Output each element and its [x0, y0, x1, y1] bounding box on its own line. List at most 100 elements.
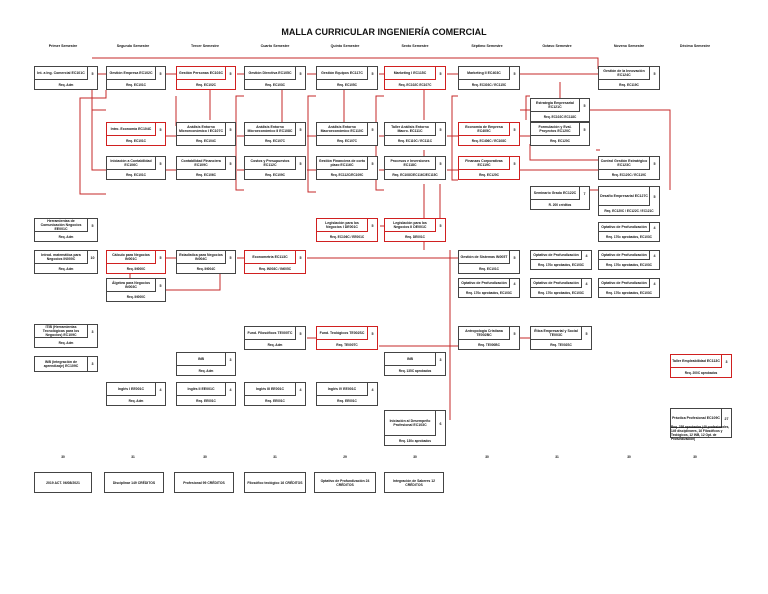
- course-credits: 5: [229, 71, 232, 76]
- course-credits: 4: [371, 387, 374, 392]
- course-credits: 5: [299, 331, 302, 336]
- course-credits: 5: [159, 255, 162, 260]
- course-name: Optativo de Profundización: [599, 279, 650, 288]
- course-name: Álgebra para Negocios IN003C: [107, 279, 156, 292]
- course-credits: 5: [513, 331, 516, 336]
- course-credits: 5: [159, 71, 162, 76]
- course-name: Gestión Personas EC103C: [177, 67, 226, 80]
- course-requirement: Req. DE001C: [405, 234, 425, 239]
- page-title: MALLA CURRICULAR INGENIERÍA COMERCIAL: [281, 27, 487, 37]
- course-credits: 3: [229, 357, 232, 362]
- course-box: Herramientas de Comunicación Negocios EE…: [34, 218, 98, 242]
- summary-optativo: Optativo de Profundización 24 CRÉDITOS: [314, 472, 376, 493]
- course-name: Taller Análisis Entorno Macro. EC111C: [385, 123, 436, 136]
- course-credits: 5: [371, 71, 374, 76]
- semester-header-10: Décimo Semestre: [679, 44, 711, 48]
- course-name: Inglés I EE001C: [107, 383, 156, 396]
- course-requirement: Req. Adm: [267, 342, 283, 347]
- course-name: Econometría EC113C: [245, 251, 296, 264]
- course-requirement: Req. EC106C / EE001C: [329, 234, 365, 239]
- course-box: ITIB (Herramientas Tecnológicas para los…: [34, 324, 98, 348]
- course-requirement: Req. IN000C: [126, 266, 146, 271]
- course-name: Control Gestión Estratégico EC123C: [599, 157, 650, 170]
- semester-header-5: Quinto Semestre: [330, 44, 360, 48]
- course-name: Intro. Economía EC104C: [107, 123, 156, 136]
- course-requirement: Req. EC406C / EC108C: [471, 138, 507, 143]
- course-requirement: R. 200 créditos: [548, 202, 572, 207]
- course-name: Optativo de Profundización: [599, 223, 650, 232]
- course-requirement: Req. 170c aprobados, EC103C: [606, 234, 652, 239]
- course-name: Contabilidad Financiera EC109C: [177, 157, 226, 170]
- course-name: INB: [385, 353, 436, 366]
- course-credits: 5: [439, 161, 442, 166]
- course-name: Optativo de Profundización: [599, 251, 650, 260]
- course-requirement: Req. EC101C: [479, 266, 499, 271]
- course-requirement: Req. 130c aprobados: [398, 438, 432, 443]
- course-credits: 3: [91, 362, 94, 366]
- course-name: Inglés IV EE001C: [317, 383, 368, 396]
- course-box: Iniciación al Desempeño Profesional EC10…: [384, 410, 446, 446]
- course-credits: 4: [653, 281, 656, 286]
- course-requirement: Req. 258 aprobados (49 profesionales, 14…: [671, 424, 730, 441]
- course-credits: 5: [229, 161, 232, 166]
- course-credits: 5: [653, 194, 656, 199]
- course-name: ITIB (Herramientas Tecnológicas para los…: [35, 325, 88, 338]
- course-name: Fund. Teológicos TE002SC: [317, 327, 368, 340]
- course-name: Optativo de Profundización: [459, 279, 510, 288]
- course-requirement: Req. EC102C EC107C: [398, 82, 432, 87]
- course-name: Procesos e Inversiones EC118C: [385, 157, 436, 170]
- course-requirement: Req. 170c aprobados, EC103C: [606, 262, 652, 267]
- course-name: Estrategia Empresarial EC121C: [531, 99, 580, 112]
- course-requirement: Req. EC101C: [126, 172, 146, 177]
- course-name: Cálculo para Negocios IN001C: [107, 251, 156, 264]
- semester-header-1: Primer Semestre: [48, 44, 78, 48]
- course-requirement: Req. TE000BC: [478, 342, 500, 347]
- course-box: Análisis Entorno Microeconómico I EC107C…: [176, 122, 236, 146]
- course-requirement: Req. IN004C: [196, 266, 216, 271]
- semester-credits-4: 31: [273, 455, 277, 459]
- course-credits: 5: [299, 127, 302, 132]
- semester-credits-6: 30: [413, 455, 417, 459]
- course-credits: 5: [513, 161, 516, 166]
- course-credits: 4: [653, 253, 656, 258]
- course-requirement: Req. EC119C: [619, 82, 639, 87]
- course-requirement: Req. EC120C: [479, 172, 499, 177]
- course-name: Costos y Presupuestos EC112C: [245, 157, 296, 170]
- course-name: Seminario Grado EC122C: [531, 187, 580, 200]
- course-requirement: Req. EC102C EC118C: [543, 114, 577, 119]
- course-credits: 5: [299, 71, 302, 76]
- semester-header-9: Noveno Semestre: [613, 44, 645, 48]
- summary-disciplinar: Disciplinar 149 CRÉDITOS: [104, 472, 164, 493]
- course-name: Optativo de Profundización: [531, 251, 582, 260]
- course-requirement: Req. 170c aprobados, EC103C: [538, 262, 584, 267]
- semester-header-3: Tercer Semestre: [191, 44, 219, 48]
- course-credits: 5: [229, 255, 232, 260]
- course-credits: 5: [653, 71, 656, 76]
- course-credits: 4: [585, 281, 588, 286]
- course-credits: 4: [159, 387, 162, 392]
- course-credits: 5: [91, 223, 94, 228]
- course-name: Int. a Ing. Comercial EC101C: [35, 67, 88, 80]
- semester-header-2: Segundo Semestre: [116, 44, 150, 48]
- course-credits: 5: [585, 331, 588, 336]
